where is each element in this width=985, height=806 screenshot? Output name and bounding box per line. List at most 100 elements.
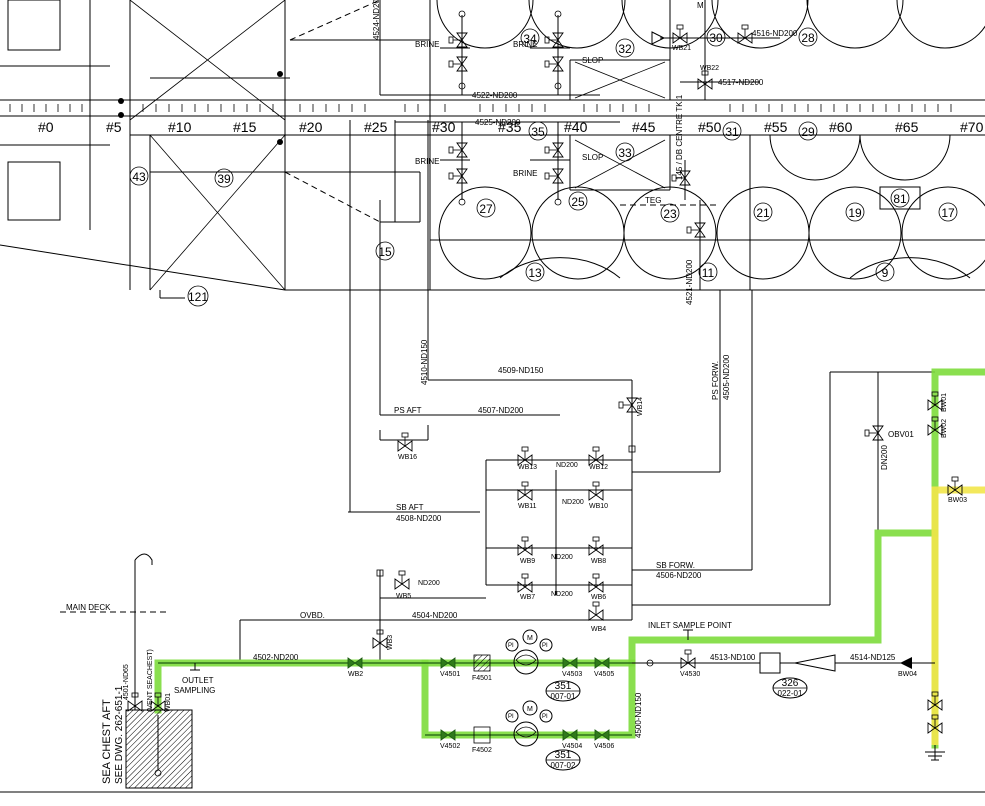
pump-number: 351 [555, 681, 572, 692]
tank-label: 21 [756, 206, 770, 220]
nd-label: ND200 [562, 499, 584, 506]
tank-numbers: 34 32 30 28 35 33 31 29 27 25 23 21 19 1… [129, 27, 958, 307]
pipe-label: DN200 [880, 445, 889, 470]
valve-label: WB01 [165, 693, 172, 712]
valve-label: WB4 [591, 626, 606, 633]
pump-ref: 007-01 [551, 692, 576, 701]
tank-label: 23 [663, 207, 677, 221]
frame-label: #45 [632, 119, 656, 135]
frame-label: #60 [829, 119, 853, 135]
motor-label: M [527, 706, 533, 713]
valve-label: BW02 [941, 419, 948, 438]
tank-label: 28 [801, 31, 815, 45]
motor-label: M [527, 635, 533, 642]
sb-aft-label: SB AFT [396, 503, 424, 512]
tank-label: 15 [378, 245, 392, 259]
pipe-label: 4517-ND200 [718, 78, 764, 87]
valve-label: WB11 [518, 503, 537, 510]
valve-label: BW03 [948, 497, 967, 504]
nd-label: ND200 [556, 462, 578, 469]
ballast-pump-2: PI PI M 351 007-02 [505, 700, 581, 771]
pipe-label: 4509-ND150 [498, 366, 544, 375]
valve-label: BW04 [898, 671, 917, 678]
pi-label: PI [508, 714, 514, 720]
valve-label: V4530 [680, 671, 700, 678]
tank-label: 35 [531, 125, 545, 139]
highlighted-suction-line [127, 368, 985, 761]
sb-forw-label: SB FORW. [656, 561, 695, 570]
valve-label: V4504 [562, 743, 582, 750]
brine-label: BRINE [415, 157, 439, 166]
pipe-label: 4502-ND200 [253, 653, 299, 662]
nd-label: ND200 [551, 591, 573, 598]
pipe-label: 4510-ND150 [420, 339, 429, 385]
obv01-label: OBV01 [888, 430, 914, 439]
pipe-label: 4513-ND100 [710, 653, 756, 662]
pump-number: 351 [555, 750, 572, 761]
frame-label: #50 [698, 119, 722, 135]
nd-label: ND200 [551, 554, 573, 561]
valve-label: WB22 [700, 65, 719, 72]
valve-label: WB9 [520, 558, 535, 565]
pipe-label: 4504-ND200 [412, 611, 458, 620]
pipe-label: 4522-ND200 [472, 91, 518, 100]
valve-label: WB16 [398, 454, 417, 461]
valve-label: V4505 [594, 671, 614, 678]
tank-label: 11 [702, 266, 715, 280]
pipe-label: 4521-ND200 [685, 259, 694, 305]
tank-label: 27 [479, 202, 493, 216]
frame-numbers: #0 #5 #10 #15 #20 #25 #30 #35 #40 #45 #5… [38, 119, 984, 135]
valve-label: WB21 [672, 45, 691, 52]
middle-labels: 4509-ND150 4507-ND200 4508-ND200 4506-ND… [300, 339, 914, 620]
vent-label: (VENT SEACHEST) [147, 649, 154, 712]
pipe-label: 4516-ND200 [752, 29, 798, 38]
pipe-label: 4501-ND65 [123, 664, 130, 700]
ps-forw-label: PS FORW. [711, 361, 720, 400]
valve-label: WB3 [387, 635, 394, 650]
filter-ref: 022-01 [778, 689, 803, 698]
pipe-label: 4506-ND200 [656, 571, 702, 580]
frame-label: #20 [299, 119, 323, 135]
valve-label: WB7 [520, 594, 535, 601]
outlet-label: SAMPLING [174, 686, 215, 695]
pi-label: PI [542, 714, 548, 720]
manifold-labels: WB16 WB13 WB12 WB11 WB10 WB9 WB8 WB7 WB6… [387, 45, 719, 650]
pump-ref: 007-02 [551, 761, 576, 770]
valve-label: WB6 [591, 594, 606, 601]
ballast-pump-1: PI PI M 351 007-01 [505, 629, 581, 702]
teg-label: TEG [645, 196, 661, 205]
pipe-label: 4524-ND200 [372, 0, 381, 40]
valve-label: V4503 [562, 671, 582, 678]
pipe-label: 4514-ND125 [850, 653, 896, 662]
m-label: M [697, 1, 704, 10]
pipe-label: 4525-ND200 [475, 118, 521, 127]
valve-label: WB10 [589, 503, 608, 510]
valve-label: V4502 [440, 743, 460, 750]
pipe-label: 4500-ND150 [634, 692, 643, 738]
sea-chest: SEA CHEST AFT SEE DWG. 262-651-1 [60, 553, 193, 789]
frame-label: #15 [233, 119, 257, 135]
sea-chest-label: SEA CHEST AFT [101, 699, 113, 784]
treatment-line: 326 022-01 [190, 629, 935, 699]
sea-chest-dwg: SEE DWG. 262-651-1 [114, 685, 125, 784]
valve-label: WB5 [396, 593, 411, 600]
frame-label: #10 [168, 119, 192, 135]
tank-label: 34 [523, 32, 537, 46]
tank-outlines [436, 0, 985, 280]
ballast-manifold [239, 120, 935, 660]
inlet-sample-label: INLET SAMPLE POINT [648, 621, 732, 630]
pipe-label: 4507-ND200 [478, 406, 524, 415]
frame-label: #40 [564, 119, 588, 135]
tank-label: 25 [571, 195, 585, 209]
valve-label: WB12 [589, 464, 608, 471]
tank-label: 43 [132, 170, 146, 184]
frame-label: #35 [498, 119, 522, 135]
valve-label: WB14 [637, 397, 644, 416]
centre-tank-label: 145 / DB CENTRE TK 1 [675, 94, 684, 180]
frame-label: #55 [764, 119, 788, 135]
valve-label: WB13 [518, 464, 537, 471]
brine-label: BRINE [415, 40, 439, 49]
valve-label: V4501 [440, 671, 460, 678]
slop-label: SLOP [582, 153, 603, 162]
